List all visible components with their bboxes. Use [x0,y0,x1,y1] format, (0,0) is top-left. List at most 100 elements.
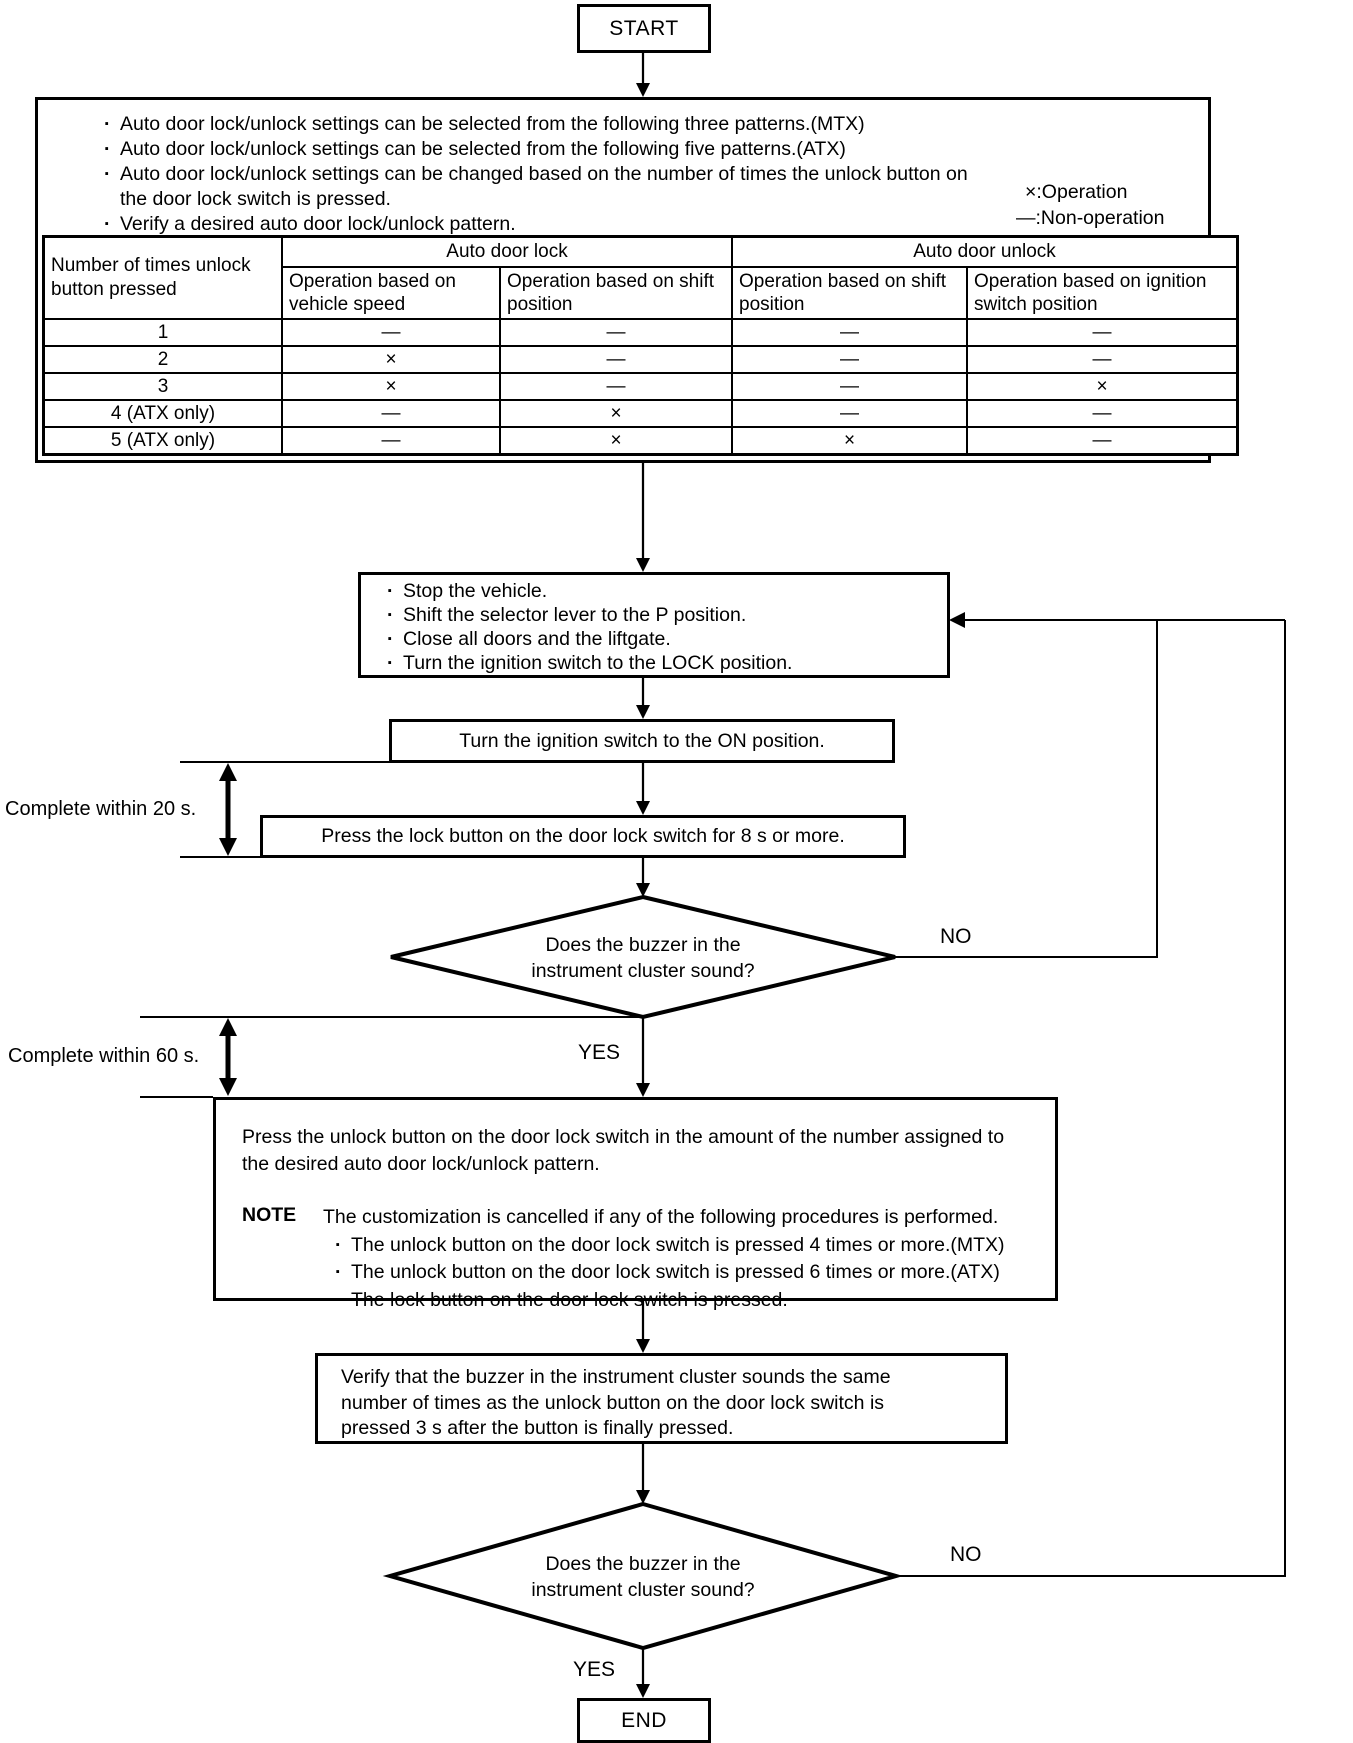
table-row: 3 × — — × [42,372,1239,401]
no2-return-path [896,620,1286,1577]
decision1-text: Does the buzzer in the instrument cluste… [531,934,755,982]
value-cell: — [966,426,1239,456]
note-bullet-text: The lock button on the door lock switch … [351,1288,788,1311]
table-row: 2 × — — — [42,345,1239,374]
arrowhead-icon [636,83,650,97]
value-cell: — [966,318,1239,347]
prepare-bullet-text: Turn the ignition switch to the LOCK pos… [403,652,793,674]
value-cell: — [731,345,968,374]
decision-diamond-2 [382,1501,904,1651]
row-label-cell: 5 (ATX only) [42,426,283,456]
verify-text: Verify that the buzzer in the instrument… [341,1366,891,1439]
row-label-cell: 3 [42,372,283,401]
info-bullet-list: Auto door lock/unlock settings can be se… [104,112,975,237]
bullet-dot-icon [387,651,403,675]
value-cell: — [281,426,501,456]
settings-table: Number of times unlock button pressed Au… [42,235,1239,456]
no-return-paths [895,612,1286,1577]
arrowhead-icon [636,1490,650,1504]
press-lock-text: Press the lock button on the door lock s… [321,825,845,847]
info-bullet-text: Auto door lock/unlock settings can be ch… [120,163,968,210]
value-cell: — [499,345,733,374]
arrowhead-up-icon [219,763,237,781]
bullet-dot-icon [387,579,403,603]
value-cell: — [731,399,968,428]
arrowhead-left-icon [949,612,965,628]
label-yes-1: YES [577,1041,620,1064]
start-node: START [577,4,711,53]
ignition-on-box: Turn the ignition switch to the ON posit… [389,719,895,763]
note-bullet-text: The unlock button on the door lock switc… [351,1233,1005,1256]
info-bullet-text: Auto door lock/unlock settings can be se… [120,113,865,135]
bullet-dot-icon [387,627,403,651]
bullet-dot-icon [104,162,120,212]
legend-operation: ×:Operation [1025,181,1128,203]
arrowhead-down-icon [219,1078,237,1096]
table-sub-header-row: Operation based on vehicle speed Operati… [44,266,1239,320]
arrowhead-icon [636,883,650,897]
no1-return-path [895,620,1158,958]
value-cell: — [966,399,1239,428]
table-row: 5 (ATX only) — × × — [42,426,1239,456]
note-label: NOTE [242,1204,297,1226]
sub-header-cell: Operation based on ignition switch posit… [966,266,1239,320]
value-cell: — [731,318,968,347]
bullet-dot-icon [335,1232,351,1260]
prepare-bullet: Close all doors and the liftgate. [387,627,947,651]
value-cell: — [966,345,1239,374]
prepare-bullet-text: Shift the selector lever to the P positi… [403,604,747,626]
arrowhead-icon [636,1684,650,1698]
bullet-dot-icon [387,603,403,627]
value-cell: — [281,399,501,428]
note-bullet: The unlock button on the door lock switc… [335,1259,1043,1287]
value-cell: — [731,372,968,401]
row-label-cell: 2 [42,345,283,374]
value-cell: × [499,426,733,456]
prepare-box: Stop the vehicle. Shift the selector lev… [358,572,950,678]
label-no-1: NO [940,925,972,948]
ignition-on-text: Turn the ignition switch to the ON posit… [459,729,825,752]
arrowhead-icon [636,705,650,719]
arrowhead-icon [636,801,650,815]
end-label: END [621,1708,667,1732]
settings-table-wrap: Number of times unlock button pressed Au… [42,235,1239,456]
corner-header-cell: Number of times unlock button pressed [42,235,283,320]
info-bullet-text: Verify a desired auto door lock/unlock p… [120,213,516,235]
sub-header-cell: Operation based on shift position [731,266,968,320]
arrowhead-icon [636,1083,650,1097]
press-unlock-note-box: Press the unlock button on the door lock… [213,1097,1058,1311]
label-within-20s: Complete within 20 s. [5,798,197,820]
info-bullet: Auto door lock/unlock settings can be se… [104,112,975,137]
table-group-header-row: Number of times unlock button pressed Au… [42,235,1239,320]
row-label-cell: 1 [42,318,283,347]
info-bullet-text: Auto door lock/unlock settings can be se… [120,138,846,160]
flow-arrows [636,53,650,1698]
bullet-dot-icon [104,112,120,137]
prepare-bullet-text: Stop the vehicle. [403,580,548,602]
table-row: 4 (ATX only) — × — — [42,399,1239,428]
value-cell: — [281,318,501,347]
note-bullet: The lock button on the door lock switch … [335,1287,1043,1315]
table-row: 1 — — — — [42,318,1239,347]
label-yes-2: YES [572,1658,615,1681]
measure-20s [180,761,389,858]
sub-header-cell: Operation based on vehicle speed [281,266,501,320]
note-body: The customization is cancelled if any of… [323,1204,1043,1314]
press-unlock-text: Press the unlock button on the door lock… [242,1126,1005,1175]
decision-diamond-1 [390,894,896,1020]
value-cell: × [281,345,501,374]
value-cell: × [731,426,968,456]
group-header-lock: Auto door lock [281,235,733,268]
arrowhead-up-icon [219,1018,237,1036]
value-cell: — [499,372,733,401]
prepare-bullet: Stop the vehicle. [387,579,947,603]
prepare-bullet: Turn the ignition switch to the LOCK pos… [387,651,947,675]
info-bullet: Verify a desired auto door lock/unlock p… [104,212,975,237]
bullet-dot-icon [335,1287,351,1315]
sub-header-cell: Operation based on shift position [499,266,733,320]
start-label: START [609,16,679,40]
label-no-2: NO [950,1543,982,1566]
verify-buzzer-box: Verify that the buzzer in the instrument… [315,1353,1008,1444]
arrowhead-icon [636,558,650,572]
